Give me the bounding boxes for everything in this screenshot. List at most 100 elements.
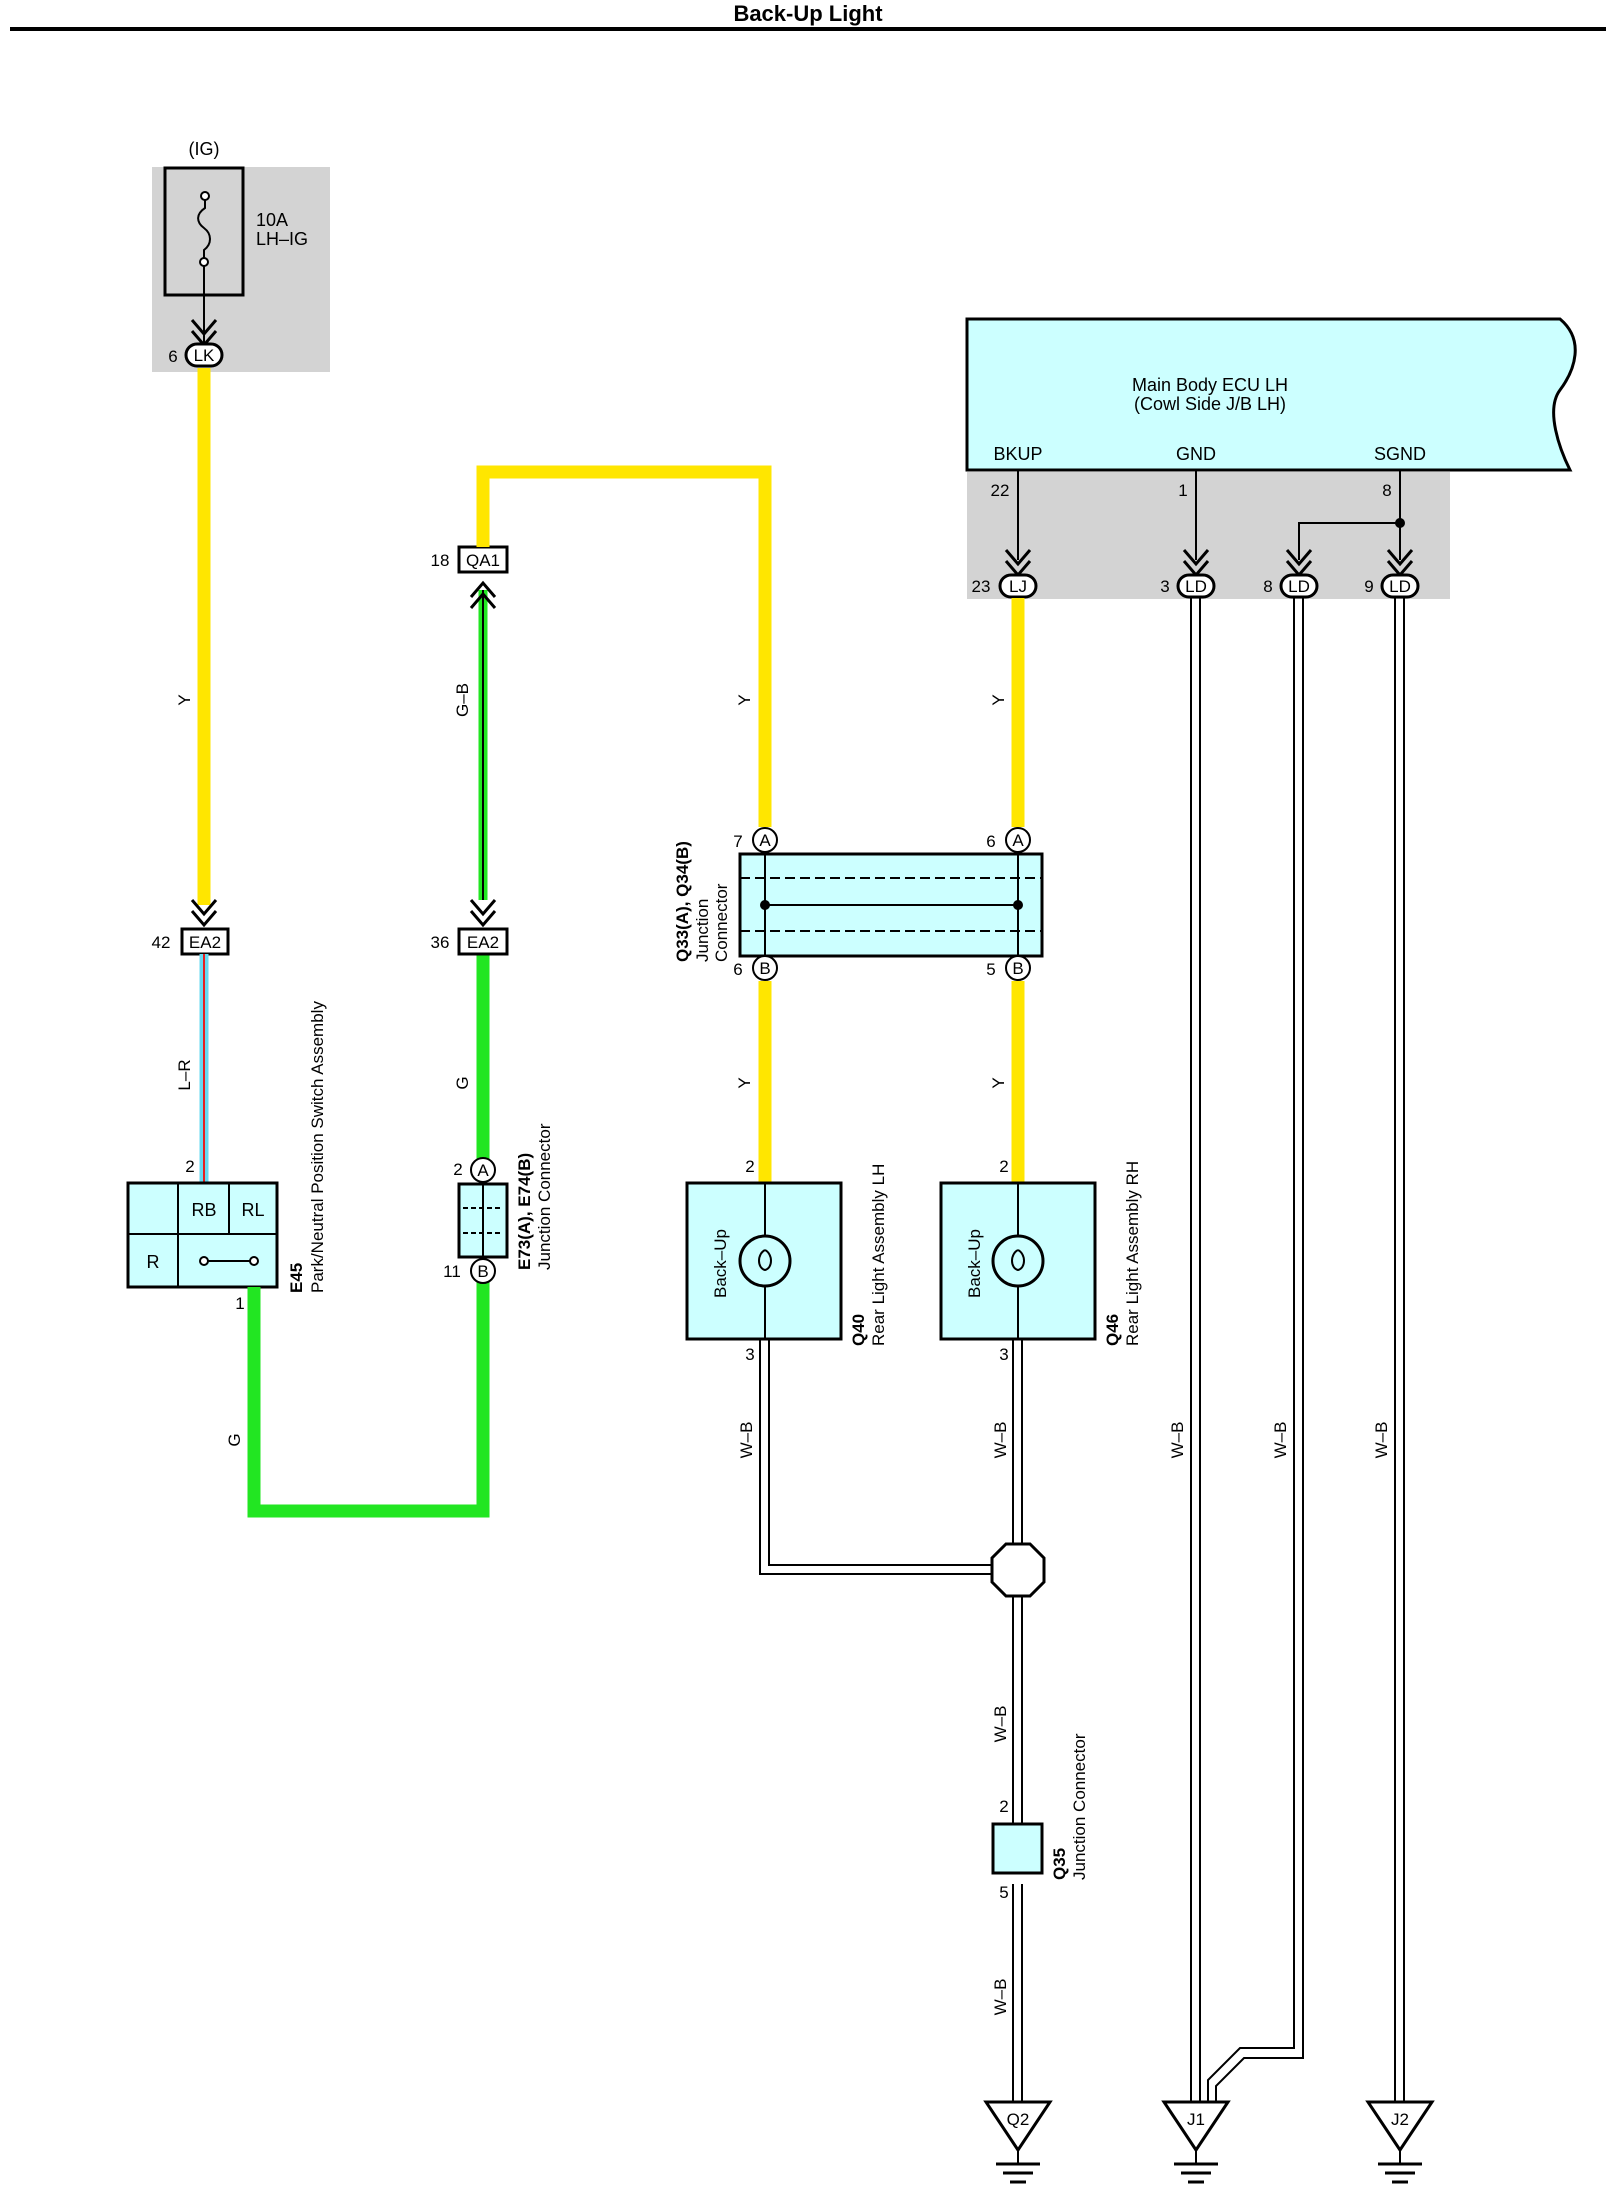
ld8-connector	[1279, 573, 1319, 599]
wire-gb-label: G–B	[453, 683, 472, 717]
fuse-terminal-bottom	[199, 257, 209, 267]
ground-q2-icon	[983, 2100, 1053, 2153]
qa1-pin: 18	[431, 551, 450, 570]
fuse-rating: 10A	[256, 210, 288, 230]
switch-contact-left	[199, 1256, 209, 1266]
ecu-name-2: (Cowl Side J/B LH)	[1134, 394, 1286, 414]
ecu-terminal-bkup: BKUP	[993, 444, 1042, 464]
ecu-body	[965, 317, 1577, 472]
ecu-sgnd-splice	[1395, 518, 1405, 528]
ld9-connector	[1380, 573, 1420, 599]
fuse-supply-label: (IG)	[189, 139, 220, 159]
q33-pin-right-top: 6	[986, 832, 995, 851]
diagram-title: Back-Up Light	[733, 1, 883, 26]
ground-q2-group: Q2	[983, 2100, 1053, 2184]
fuse-icon	[197, 193, 211, 262]
lj-connector	[998, 573, 1038, 599]
switch-cell-r: R	[147, 1252, 160, 1272]
switch-name: Park/Neutral Position Switch Assembly	[308, 1001, 327, 1293]
switch-contact-right	[249, 1256, 259, 1266]
ecu-pin-sgnd: 8	[1382, 481, 1391, 500]
e73-letter-b-circle	[470, 1258, 496, 1284]
lamp-rh-bulb-label: Back–Up	[965, 1229, 984, 1298]
q33-letter-b-left-circle	[752, 955, 778, 981]
q33-name-1: Junction	[693, 899, 712, 962]
wire-g-bottom-label: G	[225, 1433, 244, 1446]
ld9-label: LD	[1389, 577, 1411, 596]
lamp-rh-pin-bottom: 3	[999, 1345, 1008, 1364]
q33-pin-left-top: 7	[733, 832, 742, 851]
q33-name-2: Connector	[712, 883, 731, 962]
lj-pin: 23	[972, 577, 991, 596]
lamp-lh-pin-top: 2	[745, 1157, 754, 1176]
lk-pin: 6	[168, 347, 177, 366]
lamp-rh-code: Q46	[1103, 1314, 1122, 1346]
wire-wb-gnd-label: W–B	[1168, 1422, 1187, 1459]
lk-connector	[184, 342, 224, 368]
lamp-rh-name: Rear Light Assembly RH	[1123, 1161, 1142, 1346]
wire-y-fuse-label: Y	[175, 694, 194, 705]
switch-cell-rl: RL	[241, 1200, 264, 1220]
ground-j2-icon	[1365, 2100, 1435, 2153]
fuse-name: LH–IG	[256, 229, 308, 249]
ea2-mid-arrow	[469, 899, 497, 928]
ea2-left-pin: 42	[152, 933, 171, 952]
ea2-mid-pin: 36	[431, 933, 450, 952]
switch-cell-rb: RB	[191, 1200, 216, 1220]
fuse-terminal-top	[200, 191, 210, 201]
wire-y-qa1	[476, 465, 772, 827]
wire-y-lj-label: Y	[989, 694, 1008, 705]
ground-j1-label: J1	[1187, 2110, 1205, 2129]
ecu-pin-gnd: 1	[1178, 481, 1187, 500]
e73-name: Junction Connector	[535, 1123, 554, 1270]
ground-q2-label: Q2	[1007, 2110, 1030, 2129]
e73-letter-b: B	[477, 1262, 488, 1281]
e73-pin-top: 2	[453, 1160, 462, 1179]
wb-wires	[759, 598, 1405, 2110]
ea2-mid-label: EA2	[467, 933, 499, 952]
ld9-pin: 9	[1364, 577, 1373, 596]
switch-code: E45	[287, 1263, 306, 1293]
lamp-lh-bulb-icon	[738, 1234, 792, 1288]
wire-g-mid-label: G	[453, 1076, 472, 1089]
lamp-lh-filament	[758, 1249, 772, 1272]
lamp-lh-name: Rear Light Assembly LH	[869, 1164, 888, 1346]
wire-wb-ld8-label: W–B	[1271, 1422, 1290, 1459]
q35-pin-top: 2	[999, 1797, 1008, 1816]
ecu-terminal-gnd: GND	[1176, 444, 1216, 464]
ld3-pin: 3	[1160, 577, 1169, 596]
q35-body	[991, 1822, 1044, 1875]
ea2-left-connector	[180, 927, 230, 956]
wire-y-qa1-label: Y	[735, 694, 754, 705]
q33-code: Q33(A), Q34(B)	[673, 841, 692, 962]
q33-letter-b-left: B	[759, 959, 770, 978]
ground-j2-group: J2	[1365, 2100, 1435, 2184]
ld3-label: LD	[1185, 577, 1207, 596]
wire-y-lamp-lh-label: Y	[735, 1077, 754, 1088]
lamp-rh-bulb-icon	[991, 1234, 1045, 1288]
q33-splice-left	[760, 900, 770, 910]
q33-letter-b-right-circle	[1005, 955, 1031, 981]
ld3-connector	[1176, 573, 1216, 599]
switch-pin-top: 2	[185, 1157, 194, 1176]
q33-letter-a-right: A	[1012, 831, 1024, 850]
ea2-mid-connector	[457, 927, 509, 956]
lamp-rh-filament	[1011, 1249, 1025, 1272]
q33-letter-a-right-circle	[1005, 827, 1031, 853]
wire-y-lamp-rh-label: Y	[989, 1077, 1008, 1088]
ground-j1-icon	[1161, 2100, 1231, 2153]
qa1-arrow	[469, 580, 497, 609]
lamp-lh-pin-bottom: 3	[745, 1345, 754, 1364]
ea2-left-label: EA2	[189, 933, 221, 952]
lk-connector-label: LK	[194, 346, 215, 365]
wire-wb-sgnd-label: W–B	[1372, 1422, 1391, 1459]
ld8-pin: 8	[1263, 577, 1272, 596]
switch-pin-bottom: 1	[235, 1294, 244, 1313]
ld8-label: LD	[1288, 577, 1310, 596]
wb-splice	[990, 1542, 1046, 1598]
ground-j1-group: J1	[1161, 2100, 1231, 2184]
wire-wb-rh-label: W–B	[991, 1422, 1010, 1459]
q33-pin-left-bottom: 6	[733, 960, 742, 979]
e73-letter-a-circle	[470, 1157, 496, 1183]
